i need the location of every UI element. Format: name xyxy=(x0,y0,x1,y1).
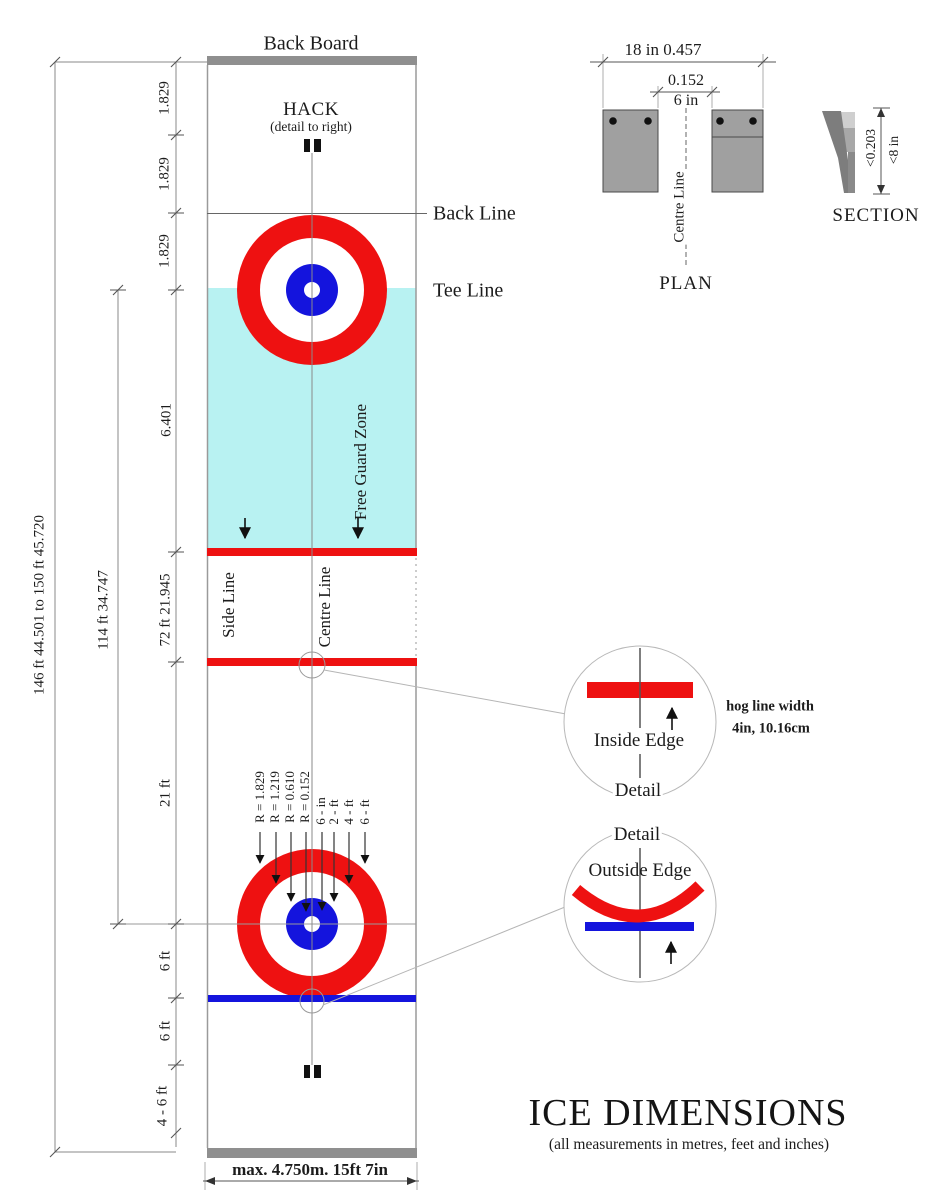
house-radius-label-7: 6 - ft xyxy=(357,799,372,825)
back-detail-marker xyxy=(299,988,325,1014)
plan-title: PLAN xyxy=(659,273,713,294)
back-board-bottom xyxy=(207,1148,417,1158)
dim-21ft: 21 ft xyxy=(157,779,174,807)
back-board-label: Back Board xyxy=(263,32,359,55)
hack-label: HACK xyxy=(283,99,339,120)
dim-1829-3: 1.829 xyxy=(156,234,173,268)
fgz-arrows xyxy=(239,518,364,540)
dim-tee-to-tee: 114 ft 34.747 xyxy=(95,570,112,650)
back-board-top xyxy=(207,56,417,65)
dim-6ft-2: 6 ft xyxy=(157,1020,174,1042)
side-line-label: Side Line xyxy=(219,572,238,638)
max-width-label: max. 4.750m. 15ft 7in xyxy=(232,1160,388,1179)
ice-dimensions-subtitle: (all measurements in metres, feet and in… xyxy=(548,1136,830,1153)
hack-bottom xyxy=(304,1065,321,1078)
leader-outside-edge xyxy=(322,906,566,1006)
house-radius-label-3: R = 0.152 xyxy=(297,771,312,823)
dim-4-6ft: 4 - 6 ft xyxy=(154,1085,171,1127)
hack-note: (detail to right) xyxy=(270,119,352,134)
plan-centre-line-label: Centre Line xyxy=(671,169,689,245)
plan-dim-gap-m: 0.152 xyxy=(668,72,704,89)
house-radius-label-5: 2 - ft xyxy=(326,799,341,825)
leader-inside-edge xyxy=(323,669,567,715)
hack-top xyxy=(304,139,321,152)
house-radius-label-1: R = 1.219 xyxy=(267,771,282,823)
inside-edge-label: Inside Edge xyxy=(593,730,685,751)
dimension-ticks xyxy=(49,56,184,1158)
hog-detail-marker xyxy=(298,651,326,679)
tee-line-label: Tee Line xyxy=(433,279,504,302)
section-dim-in: <8 in xyxy=(886,135,901,165)
ice-dimensions-title: ICE DIMENSIONS xyxy=(528,1092,848,1134)
free-guard-zone-label: Free Guard Zone xyxy=(351,403,370,521)
dim-1829-2: 1.829 xyxy=(156,157,173,191)
dim-hog-to-hog: 72 ft 21.945 xyxy=(157,573,174,647)
house-radius-label-6: 4 - ft xyxy=(341,799,356,825)
dim-overall: 146 ft 44.501 to 150 ft 45.720 xyxy=(31,515,48,695)
house-radius-label-2: R = 0.610 xyxy=(282,771,297,823)
centre-line-label: Centre Line xyxy=(315,566,334,648)
section-dim-m: <0.203 xyxy=(863,129,878,167)
dim-6401: 6.401 xyxy=(158,403,175,437)
back-line-label: Back Line xyxy=(433,202,516,225)
dim-1829-1: 1.829 xyxy=(156,81,173,115)
dim-6ft-1: 6 ft xyxy=(157,950,174,972)
house-radius-label-0: R = 1.829 xyxy=(252,771,267,823)
section-detail xyxy=(822,107,890,195)
outside-edge-label: Outside Edge xyxy=(588,860,692,881)
plan-dim-overall: 18 in 0.457 xyxy=(624,40,702,59)
inside-detail-caption: Detail xyxy=(612,780,664,802)
hog-width-note-line1: hog line width xyxy=(726,698,814,715)
hog-width-note-line2: 4in, 10.16cm xyxy=(732,720,810,737)
section-title: SECTION xyxy=(832,205,920,226)
outside-edge-detail xyxy=(563,829,717,983)
dimension-lines xyxy=(54,61,207,1153)
plan-detail xyxy=(590,54,776,268)
house-radius-arrows xyxy=(255,832,370,912)
plan-dim-gap-in: 6 in xyxy=(673,92,699,109)
inside-edge-detail xyxy=(563,645,717,799)
max-width-dimension xyxy=(203,1162,419,1190)
outside-detail-caption: Detail xyxy=(611,824,663,846)
